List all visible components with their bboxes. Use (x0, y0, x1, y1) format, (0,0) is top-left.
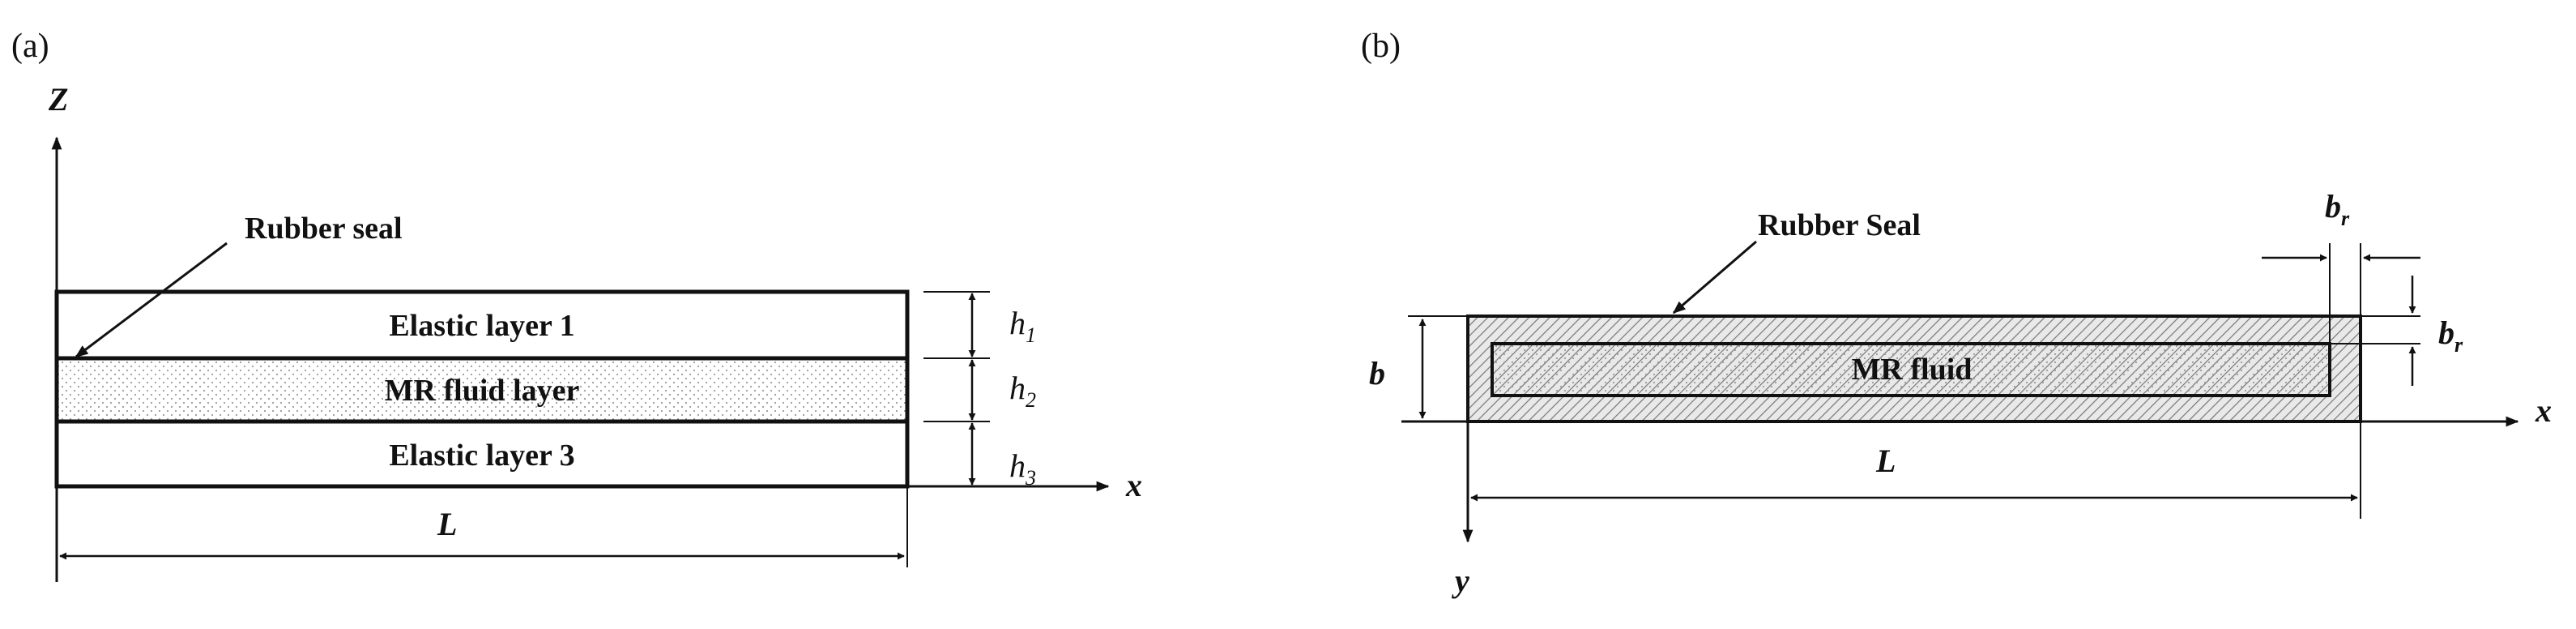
panel-a: (a) Z x Elastic layer 1 MR fluid layer E… (11, 28, 1142, 582)
rubber-seal-leader (75, 242, 228, 358)
x-axis-b-label: x (2535, 392, 2552, 429)
elastic-layer-1-label: Elastic layer 1 (389, 309, 574, 343)
elastic-layer-3 (54, 419, 910, 489)
length-b-label: L (1875, 443, 1896, 479)
rubber-seal-label: Rubber seal (245, 212, 403, 246)
mr-fluid-layer (54, 356, 910, 424)
h3-symbol: h3 (1009, 447, 1036, 490)
x-axis-a-label: x (1125, 467, 1142, 503)
y-axis-b-label: y (1452, 563, 1469, 599)
h2-symbol: h2 (1009, 370, 1036, 412)
panel-b: (b) x y MR fluid Rubber Seal b L br (1361, 28, 2552, 599)
rubber-seal-b-leader (1672, 240, 1757, 314)
mr-fluid-core (1491, 342, 2331, 397)
panel-b-tag: (b) (1361, 28, 1401, 65)
rubber-seal-b-label: Rubber Seal (1758, 208, 1921, 242)
h1-symbol: h1 (1009, 305, 1036, 347)
mr-fluid-label: MR fluid (1852, 353, 1973, 387)
width-b-label: b (1369, 355, 1385, 392)
br-top-symbol: br (2325, 188, 2350, 230)
br-side-symbol: br (2438, 314, 2463, 357)
elastic-layer-3-label: Elastic layer 3 (389, 439, 574, 473)
length-a-label: L (437, 506, 457, 542)
panel-a-tag: (a) (11, 28, 49, 65)
elastic-layer-1 (54, 289, 910, 361)
mr-fluid-layer-label: MR fluid layer (385, 374, 580, 408)
z-axis-label: Z (48, 81, 68, 118)
